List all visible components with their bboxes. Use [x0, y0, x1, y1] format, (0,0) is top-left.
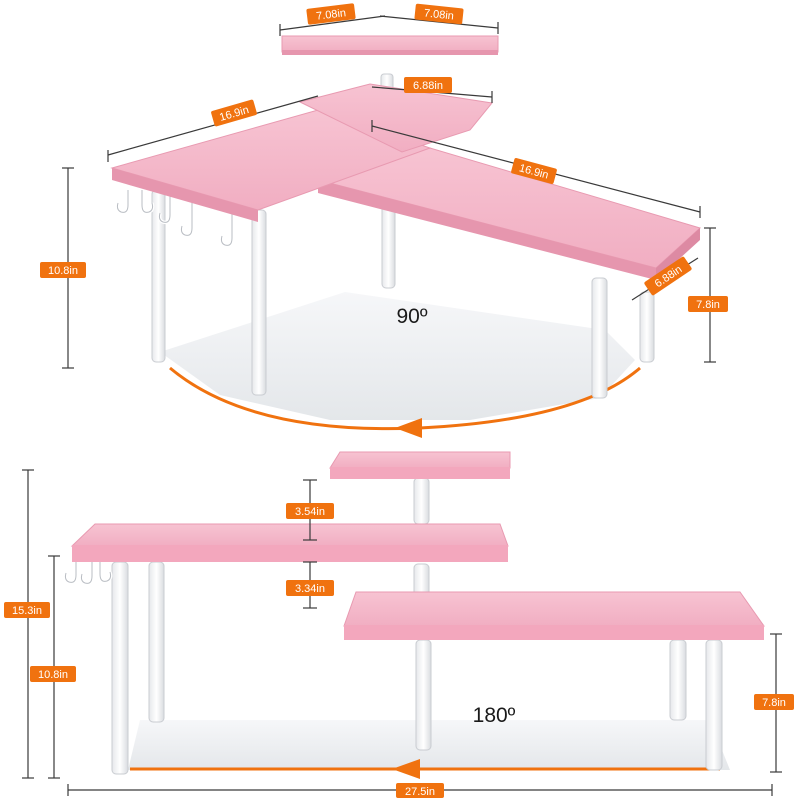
shelf-top-90-edge	[282, 50, 498, 55]
shelf-top-90	[281, 35, 499, 53]
dim-text-total-width-180: 27.5in	[405, 786, 435, 798]
hooks-180	[63, 562, 113, 586]
dim-tag-total-height-180: 15.3in	[4, 602, 50, 618]
dim-text-total-height-180: 15.3in	[12, 605, 42, 617]
dim-text-low-height-90: 7.8in	[696, 299, 720, 311]
dim-tag-middle-gap: 3.34in	[286, 580, 334, 596]
shelf-middle-90	[298, 83, 493, 153]
dim-text-top-gap: 3.54in	[295, 506, 325, 518]
shelf-low-180	[343, 591, 765, 627]
shelf-low-180-edge	[344, 625, 764, 640]
shelf-top-180-edge	[330, 467, 510, 479]
dim-tag-low-height-90: 7.8in	[688, 296, 728, 312]
angle-label-90: 90º	[396, 305, 427, 328]
shelf-middle-180-edge	[72, 545, 508, 562]
dim-text-right-height-180: 7.8in	[762, 697, 786, 709]
shelf-right-arm-90-side	[656, 228, 700, 280]
dim-text-left-height-180: 10.8in	[38, 669, 68, 681]
dim-tag-left-height-180: 10.8in	[30, 666, 76, 682]
dim-text-top-right-width: 7.08in	[423, 7, 454, 22]
dim-tag-total-width-180: 27.5in	[396, 783, 444, 798]
shelf-left-arm-90-edge	[112, 168, 258, 222]
shelf-middle-180	[70, 523, 509, 547]
dim-tag-middle-depth: 6.88in	[404, 77, 452, 93]
hooks-90-outline	[116, 188, 233, 246]
dim-tag-left-arm: 16.9in	[211, 99, 257, 127]
arc-arrow-90	[395, 418, 422, 438]
angle-label-180: 180º	[473, 704, 516, 727]
hooks-180-outline	[64, 562, 112, 584]
dim-tag-right-height-180: 7.8in	[754, 694, 794, 710]
dim-tag-top-gap: 3.54in	[286, 503, 334, 519]
dim-tag-top-left-width: 7.08in	[306, 3, 356, 25]
dim-text-top-left-width: 7.08in	[316, 7, 347, 23]
shelf-top-180	[329, 451, 511, 469]
dim-text-total-height-90: 10.8in	[48, 265, 78, 277]
arc-arrow-180	[392, 759, 420, 779]
corner-90-diagram: 7.08in 7.08in 6.88in 16.9in 16.9in 6.88i…	[40, 3, 728, 438]
dim-text-middle-depth: 6.88in	[413, 80, 443, 92]
dim-tag-top-right-width: 7.08in	[414, 3, 464, 25]
straight-180-diagram: 3.54in 3.34in 15.3in 10.8in 7.8in 27.5in…	[4, 451, 794, 798]
floor-90	[160, 292, 635, 420]
dim-text-middle-gap: 3.34in	[295, 583, 325, 595]
dim-tag-right-arm: 16.9in	[511, 158, 557, 184]
dim-tag-total-height-90: 10.8in	[40, 262, 86, 278]
shelf-right-arm-90-edge	[318, 180, 656, 280]
